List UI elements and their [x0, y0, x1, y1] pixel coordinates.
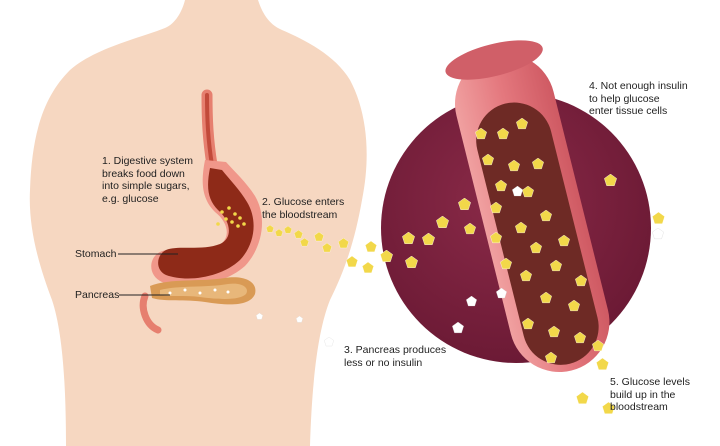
pancreas-label: Pancreas [75, 289, 119, 302]
pancreas-particles [168, 288, 230, 295]
pancreas-label-text: Pancreas [75, 289, 120, 301]
step2-label: 2. Glucose enters the bloodstream [262, 196, 344, 221]
step4-line: to help glucose [589, 92, 660, 105]
step4-label: 4. Not enough insulin to help glucose en… [589, 80, 688, 118]
step5-line: 5. Glucose levels [610, 376, 690, 388]
step5-label: 5. Glucose levels build up in the bloods… [610, 376, 690, 414]
blood-vessel [445, 40, 610, 372]
stomach-label: Stomach [75, 248, 116, 261]
step5-line: build up in the [610, 388, 676, 401]
step3-label: 3. Pancreas produces less or no insulin [344, 344, 446, 369]
step1-line: e.g. glucose [102, 192, 159, 205]
step3-line: 3. Pancreas produces [344, 344, 447, 356]
stomach-glucose-particles [216, 206, 246, 228]
pancreas [139, 277, 256, 334]
stomach-label-text: Stomach [75, 248, 117, 260]
step1-line: breaks food down [102, 167, 185, 180]
body-silhouette [29, 0, 367, 446]
step4-line: enter tissue cells [589, 105, 668, 117]
step2-line: the bloodstream [262, 208, 338, 221]
step1-line: 1. Digestive system [102, 155, 194, 167]
step2-line: 2. Glucose enters [262, 196, 345, 208]
stomach [151, 160, 263, 287]
step3-line: less or no insulin [344, 356, 423, 369]
step5-line: bloodstream [610, 401, 668, 413]
step1-label: 1. Digestive system breaks food down int… [102, 155, 193, 205]
step4-line: 4. Not enough insulin [589, 80, 688, 92]
step1-line: into simple sugars, [102, 180, 190, 192]
